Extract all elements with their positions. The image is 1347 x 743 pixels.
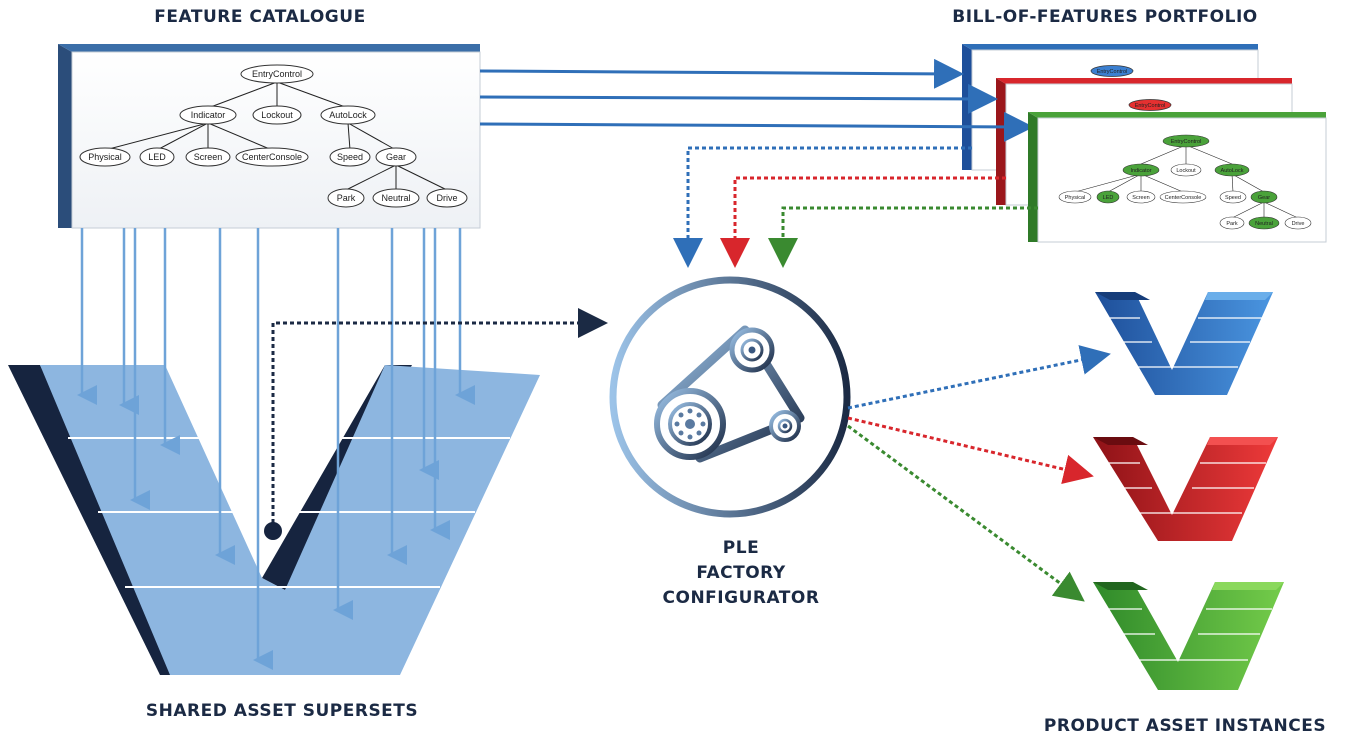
- label-autolock: AutoLock: [329, 110, 367, 120]
- label-entrycontrol: EntryControl: [252, 69, 302, 79]
- configurator-icon: [609, 276, 851, 518]
- node-led: [139, 147, 175, 167]
- node-physical: [79, 147, 131, 167]
- product-assets-heading: PRODUCT ASSET INSTANCES: [1044, 716, 1326, 736]
- feature-tree-labels: EntryControl Indicator Lockout AutoLock …: [88, 69, 457, 203]
- portfolio-to-configurator-arrows: [673, 146, 1038, 268]
- feature-catalogue-heading: FEATURE CATALOGUE: [154, 7, 365, 27]
- red-sheet-root-label: EntryControl: [1135, 103, 1166, 109]
- label-led: LED: [148, 152, 166, 162]
- shared-assets-heading: SHARED ASSET SUPERSETS: [146, 701, 418, 721]
- feature-tree-edges: [104, 81, 448, 191]
- green-label-physical: Physical: [1065, 195, 1085, 201]
- node-screen: [185, 147, 231, 167]
- bill-of-features-heading: BILL-OF-FEATURES PORTFOLIO: [952, 7, 1257, 27]
- catalogue-to-superset-arrows: [77, 228, 475, 670]
- green-label-autolock: AutoLock: [1221, 168, 1244, 174]
- catalogue-to-portfolio-arrows: [479, 58, 1034, 142]
- label-indicator: Indicator: [191, 110, 226, 120]
- node-centerconsole: [235, 147, 309, 167]
- green-label-drive: Drive: [1292, 221, 1305, 227]
- label-centerconsole: CenterConsole: [242, 152, 302, 162]
- green-label-screen: Screen: [1132, 195, 1149, 201]
- product-instance-red-v: [1093, 437, 1278, 541]
- configurator-to-products-arrows: [847, 345, 1111, 602]
- node-park: [327, 188, 365, 208]
- node-autolock: [320, 105, 376, 125]
- product-instance-blue-v: [1095, 292, 1273, 395]
- green-label-gear: Gear: [1258, 195, 1270, 201]
- green-label-indicator: Indicator: [1130, 168, 1151, 174]
- configurator-label-line3: CONFIGURATOR: [663, 588, 820, 608]
- node-gear: [375, 147, 417, 167]
- label-drive: Drive: [436, 193, 457, 203]
- feature-tree-nodes: [79, 64, 468, 208]
- label-lockout: Lockout: [261, 110, 293, 120]
- label-park: Park: [337, 193, 356, 203]
- green-label-neutral: Neutral: [1255, 221, 1273, 227]
- label-screen: Screen: [194, 152, 223, 162]
- node-lockout: [252, 105, 302, 125]
- node-drive: [426, 188, 468, 208]
- configurator-label-line2: FACTORY: [696, 563, 786, 583]
- green-label-led: LED: [1103, 195, 1114, 201]
- product-instance-green-v: [1093, 582, 1284, 690]
- green-label-park: Park: [1226, 221, 1238, 227]
- label-gear: Gear: [386, 152, 406, 162]
- label-neutral: Neutral: [381, 193, 410, 203]
- configurator-label-line1: PLE: [723, 538, 759, 558]
- green-label-entrycontrol: EntryControl: [1171, 139, 1202, 145]
- bof-sheet-green: EntryControl Indicator Lockout AutoLock …: [1028, 112, 1327, 243]
- node-indicator: [179, 105, 237, 125]
- node-speed: [329, 147, 371, 167]
- green-label-speed: Speed: [1225, 195, 1241, 201]
- superset-to-configurator-arrow: [264, 308, 608, 540]
- node-entrycontrol: [240, 64, 314, 84]
- label-physical: Physical: [88, 152, 122, 162]
- label-speed: Speed: [337, 152, 363, 162]
- blue-sheet-root-label: EntryControl: [1097, 69, 1128, 75]
- node-neutral: [372, 188, 420, 208]
- green-label-centerconsole: CenterConsole: [1165, 195, 1202, 201]
- green-label-lockout: Lockout: [1176, 168, 1196, 174]
